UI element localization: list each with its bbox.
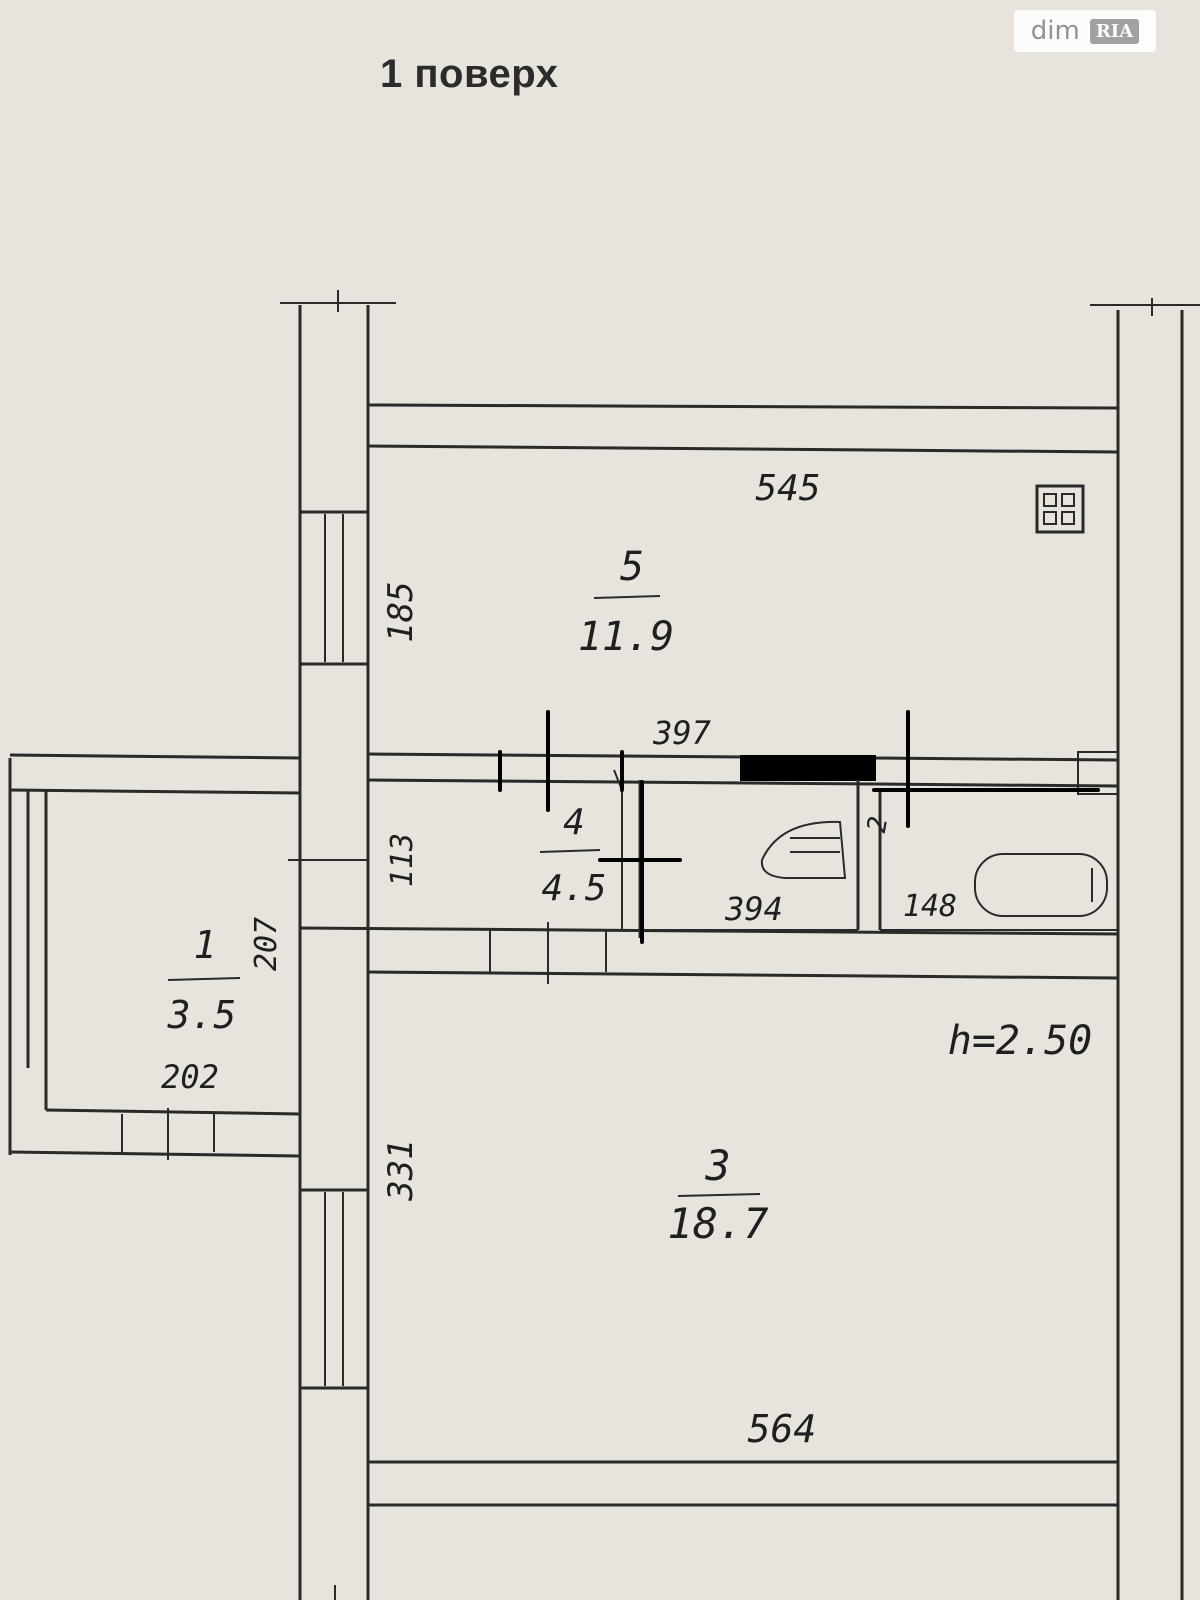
watermark-dim-text: dim — [1030, 16, 1080, 46]
partition-corridor-room3 — [299, 922, 1119, 984]
room-5-number: 5 — [620, 544, 644, 590]
room-4-area: 4.5 — [541, 868, 606, 909]
ink-mark — [740, 755, 876, 781]
ink-annotations — [498, 710, 1100, 944]
dim-148: 148 — [903, 889, 957, 924]
dim-331: 331 — [381, 1139, 421, 1201]
dim-397: 397 — [652, 714, 711, 752]
floor-title: 1 поверх — [380, 52, 559, 96]
dim-207: 207 — [249, 917, 284, 971]
room-1-label: 1 3.5 — [167, 923, 241, 1037]
dim-394: 394 — [724, 890, 783, 928]
room-5-label: 5 11.9 — [578, 544, 674, 660]
dim-202: 202 — [161, 1058, 219, 1096]
ceiling-height-label: h=2.50 — [948, 1018, 1093, 1064]
toilet-icon — [760, 820, 847, 879]
room-4-label: 4 4.5 — [539, 802, 607, 909]
room-2-number: 2 — [862, 814, 894, 835]
watermark-logo: dim RIA — [1014, 10, 1156, 52]
ventilation-icon — [1035, 484, 1085, 534]
room-5-area: 11.9 — [578, 614, 674, 660]
dim-113: 113 — [385, 833, 420, 887]
window-upper-left — [300, 510, 368, 666]
dim-185: 185 — [381, 581, 421, 642]
watermark-ria-text: RIA — [1089, 18, 1140, 44]
balcony — [8, 753, 368, 1160]
window-lower-left — [300, 1188, 368, 1390]
dim-545: 545 — [755, 468, 820, 509]
room-1-number: 1 — [194, 923, 217, 967]
room-1-area: 3.5 — [167, 993, 237, 1037]
bottom-wall — [334, 1460, 1118, 1600]
room-3-area: 18.7 — [667, 1199, 768, 1248]
room-3-label: 3 18.7 — [667, 1141, 768, 1248]
top-wall — [367, 403, 1119, 454]
room-4-number: 4 — [563, 802, 585, 843]
right-wall — [1090, 298, 1200, 1600]
bathtub-icon — [974, 853, 1108, 917]
dim-564: 564 — [748, 1407, 817, 1451]
partition-room5-room4 — [367, 751, 1119, 795]
room-3-number: 3 — [704, 1141, 730, 1190]
left-wall — [280, 290, 396, 1600]
